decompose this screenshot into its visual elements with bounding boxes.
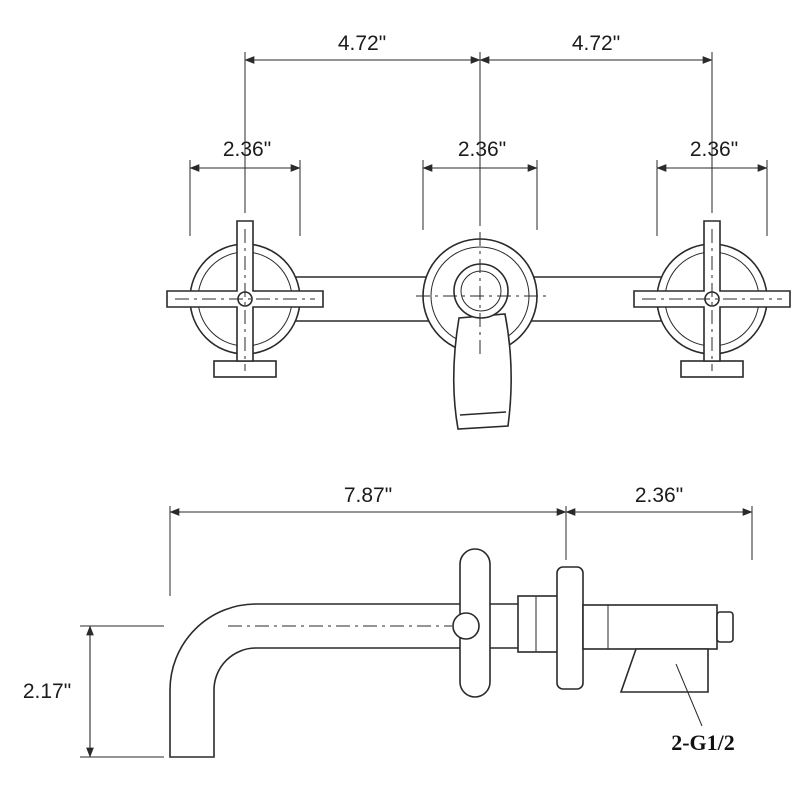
spout-pivot-inner: [460, 270, 502, 312]
dim-side-horizontal: 7.87" 2.36": [169, 484, 753, 596]
dim-label-spacing-right: 4.72": [572, 32, 620, 55]
spout-pivot-outer: [453, 263, 509, 319]
front-view: 4.72" 4.72" 2.36" 2.36" 2.36": [166, 32, 791, 430]
dim-label-spout-drop: 2.17": [23, 680, 71, 703]
spout-aerator-line: [459, 411, 507, 416]
valve-cylinder: [582, 604, 718, 650]
left-cross-handle: [166, 220, 324, 378]
dim-label-body-depth: 2.36": [635, 484, 683, 507]
dim-label-spout-reach: 7.87": [344, 484, 392, 507]
wall-flange-plate: [556, 566, 584, 690]
dim-label-spout-width: 2.36": [458, 138, 506, 161]
side-spout-outline: [169, 603, 521, 758]
right-cross-handle: [633, 220, 791, 378]
thread-leader-line: [675, 663, 703, 727]
side-handle-knob: [452, 612, 480, 640]
side-spout: [169, 603, 521, 758]
dim-spacing: 4.72" 4.72": [244, 32, 713, 226]
side-handle: [452, 548, 491, 698]
center-spout-unit: [416, 232, 546, 430]
dim-label-left-handle-width: 2.36": [223, 138, 271, 161]
side-view: 7.87" 2.36" 2.17" 2-G1/2: [23, 484, 753, 758]
valve-body-block: [517, 595, 559, 653]
thread-spec-label: 2-G1/2: [671, 730, 735, 755]
dim-label-right-handle-width: 2.36": [690, 138, 738, 161]
dim-widths: 2.36" 2.36" 2.36": [189, 138, 768, 236]
side-valve-body: [517, 566, 734, 693]
dim-side-vertical: 2.17": [23, 625, 164, 758]
inlet-cap: [716, 611, 734, 643]
dim-label-spacing-left: 4.72": [338, 32, 386, 55]
lower-inlet-block: [619, 648, 709, 693]
thread-callout: 2-G1/2: [671, 663, 735, 755]
spout-front-tube: [452, 313, 512, 430]
